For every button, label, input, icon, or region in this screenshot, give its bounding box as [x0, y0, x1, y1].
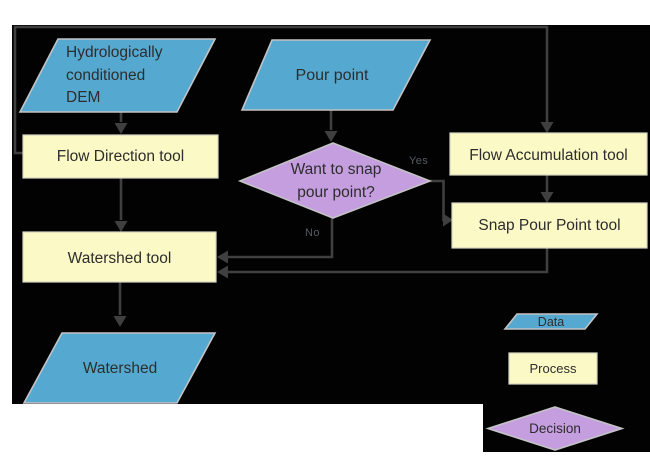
connector-snap-pour-point-to-watershed-tool — [228, 248, 549, 274]
dem-label-line3: DEM — [66, 89, 101, 106]
snap-pour-point-node-label: Snap Pour Point tool — [478, 217, 621, 234]
flow-direction-node — [22, 134, 219, 179]
yes-edge-label: Yes — [409, 155, 429, 167]
connector-decision-no-to-watershed-tool — [228, 217, 334, 259]
watershed-tool-node-label: Watershed tool — [67, 250, 172, 267]
dem-node-label: Hydrologically conditioned DEM — [66, 42, 162, 110]
flow-accumulation-node — [449, 132, 648, 176]
arrowhead-watershed-tool-to-watershed — [113, 316, 127, 327]
pour-point-node-label: Pour point — [295, 67, 369, 84]
dem-label-line1: Hydrologically — [66, 44, 163, 61]
dem-label-line2: conditioned — [66, 66, 146, 84]
legend-process-label: Process — [529, 361, 577, 376]
watershed-tool-node — [22, 231, 217, 283]
watershed-node-label: Watershed — [82, 360, 158, 377]
watershed-node — [22, 332, 217, 404]
flow-accumulation-node-label: Flow Accumulation tool — [469, 147, 628, 164]
arrowhead-dem-to-flow-direction — [114, 123, 128, 134]
no-edge-label: No — [305, 227, 320, 239]
dem-node — [18, 38, 217, 113]
decision-node-label: Want to snap pour point? — [255, 159, 417, 204]
arrowhead-flow-direction-to-watershed-tool — [114, 221, 128, 232]
connector-flow-direction-to-flow-accumulation — [13, 25, 549, 155]
arrowhead-snap-pour-point-to-watershed-tool — [217, 265, 228, 279]
legend-process-shape — [508, 352, 598, 385]
flow-direction-node-label: Flow Direction tool — [56, 148, 185, 165]
legend-decision-label: Decision — [529, 421, 581, 436]
legend-data-shape — [503, 313, 599, 330]
decision-node — [237, 142, 433, 219]
pour-point-node — [240, 39, 432, 111]
arrowhead-pour-point-to-decision — [324, 131, 338, 142]
decision-label-line2: pour point? — [297, 183, 375, 201]
legend-decision-shape — [485, 406, 625, 451]
legend-data-label: Data — [537, 315, 565, 329]
snap-pour-point-node — [451, 202, 648, 249]
decision-label-line1: Want to snap — [290, 161, 382, 178]
arrowhead-decision-yes-to-snap-pour-point — [443, 213, 453, 227]
arrowhead-flow-accumulation-to-snap-pour-point — [540, 192, 554, 203]
arrowhead-flow-direction-to-flow-accumulation — [540, 122, 554, 133]
arrowhead-decision-no-to-watershed-tool — [217, 250, 228, 264]
